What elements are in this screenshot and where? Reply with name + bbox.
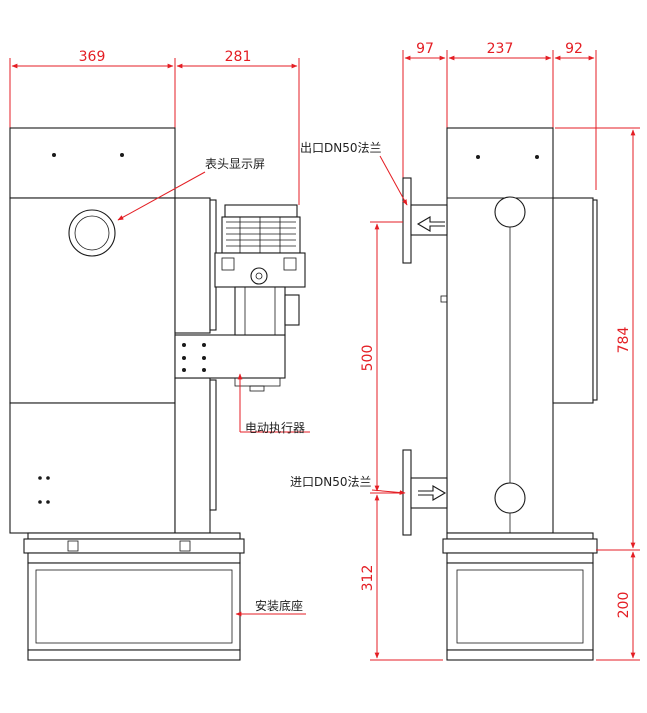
- front-base: [23, 532, 245, 661]
- electric-actuator: [214, 204, 306, 336]
- side-view: 97 237 92: [290, 41, 640, 661]
- dim-97: 97: [416, 41, 434, 57]
- dim-369: 369: [79, 49, 106, 65]
- front-upper-cabinet: [9, 127, 176, 199]
- label-base: 安装底座: [255, 598, 303, 613]
- front-lower-cabinet: [9, 402, 176, 534]
- front-labels: 表头显示屏 电动执行器 安装底座: [117, 157, 310, 617]
- label-display: 表头显示屏: [205, 157, 265, 171]
- dim-312: 312: [360, 565, 376, 592]
- side-base: [442, 532, 598, 661]
- outlet-flange: [402, 177, 448, 264]
- inlet-flange: [402, 449, 448, 536]
- dim-92: 92: [565, 41, 583, 57]
- front-top-dimensions: 369 281: [9, 49, 300, 205]
- label-inlet: 进口DN50法兰: [290, 475, 372, 489]
- dim-784: 784: [616, 327, 632, 354]
- side-top-dimensions: 97 237 92: [402, 41, 597, 190]
- display-screen: [68, 209, 116, 257]
- actuator-bracket: [174, 334, 286, 379]
- dim-281: 281: [225, 49, 252, 65]
- label-actuator: 电动执行器: [245, 421, 305, 435]
- dim-237: 237: [487, 41, 514, 57]
- dim-200: 200: [616, 592, 632, 619]
- side-left-dimensions: 500 312: [360, 221, 443, 661]
- side-body: [446, 127, 554, 534]
- front-view: 369 281: [9, 49, 310, 661]
- front-main-panel: [9, 197, 176, 404]
- dim-500: 500: [360, 345, 376, 372]
- front-side-plate: [174, 197, 211, 334]
- side-labels: 出口DN50法兰 进口DN50法兰: [290, 141, 408, 495]
- label-outlet: 出口DN50法兰: [300, 141, 382, 155]
- side-right-dimensions: 784 200: [555, 127, 640, 661]
